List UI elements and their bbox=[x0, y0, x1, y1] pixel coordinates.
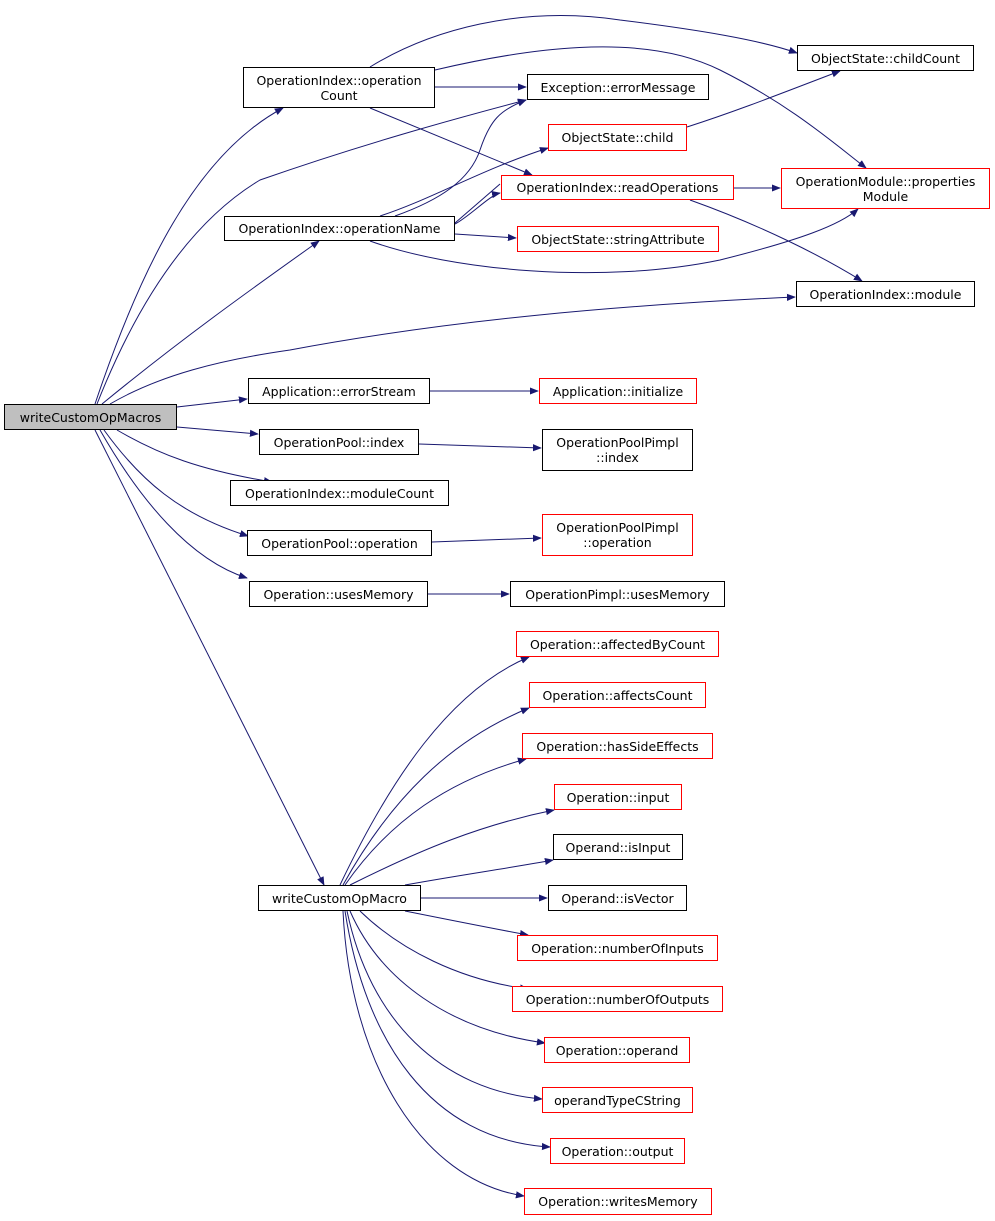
edge-macro-to-output bbox=[344, 910, 551, 1151]
edge-operation-count-to-child-count bbox=[369, 15, 798, 68]
node-object-state-child-count[interactable]: ObjectState::childCount bbox=[797, 45, 974, 71]
edge-operation-name-to-read-operations bbox=[454, 183, 500, 225]
node-operation-index-operation-count[interactable]: OperationIndex::operation Count bbox=[243, 67, 435, 108]
node-operation-has-side-effects[interactable]: Operation::hasSideEffects bbox=[522, 733, 713, 759]
edge-read-operations-to-index-module bbox=[689, 199, 863, 282]
node-operation-pool-pimpl-index[interactable]: OperationPoolPimpl ::index bbox=[542, 429, 693, 471]
node-operation-pool-pimpl-operation[interactable]: OperationPoolPimpl ::operation bbox=[542, 514, 693, 556]
edge-operation-count-to-read-operations bbox=[369, 107, 533, 176]
node-operation-operand[interactable]: Operation::operand bbox=[544, 1037, 690, 1063]
node-operation-number-of-outputs[interactable]: Operation::numberOfOutputs bbox=[512, 986, 723, 1012]
edge-operation-name-to-properties-module bbox=[369, 208, 859, 274]
edge-pool-index-to-pimpl-index bbox=[418, 443, 542, 452]
node-operation-affected-by-count[interactable]: Operation::affectedByCount bbox=[516, 631, 719, 657]
node-operation-affects-count[interactable]: Operation::affectsCount bbox=[529, 682, 706, 708]
edge-macro-to-operand-type-cstring bbox=[346, 910, 543, 1102]
edge-macro-to-number-of-inputs bbox=[404, 910, 529, 938]
node-operation-writes-memory[interactable]: Operation::writesMemory bbox=[524, 1188, 712, 1215]
edge-macro-to-operand bbox=[349, 910, 546, 1046]
node-exception-error-message[interactable]: Exception::errorMessage bbox=[527, 74, 709, 100]
node-operation-number-of-inputs[interactable]: Operation::numberOfInputs bbox=[517, 935, 718, 961]
edge-macro-to-affects-count bbox=[342, 707, 530, 886]
node-application-initialize[interactable]: Application::initialize bbox=[539, 378, 697, 404]
edge-macro-to-writes-memory bbox=[342, 910, 525, 1199]
node-write-custom-op-macro[interactable]: writeCustomOpMacro bbox=[258, 885, 421, 911]
edge-macro-to-number-of-outputs bbox=[359, 910, 529, 992]
edge-macro-to-has-side-effects bbox=[344, 757, 527, 886]
node-operation-pool-operation[interactable]: OperationPool::operation bbox=[247, 530, 432, 556]
edge-root-to-write-custom-op-macro bbox=[94, 429, 325, 886]
edge-operation-name-to-string-attribute bbox=[454, 233, 517, 242]
edge-root-to-exception-error-message bbox=[96, 98, 527, 405]
edge-root-to-pool-operation bbox=[103, 429, 249, 538]
node-operation-index-module[interactable]: OperationIndex::module bbox=[796, 281, 975, 307]
node-operation-output[interactable]: Operation::output bbox=[550, 1138, 685, 1164]
node-object-state-child[interactable]: ObjectState::child bbox=[548, 124, 687, 151]
edge-root-to-operation-index-module bbox=[109, 293, 796, 405]
edge-macro-to-input bbox=[349, 808, 555, 886]
edge-macro-to-is-input bbox=[404, 857, 554, 886]
edge-operation-count-to-properties-module bbox=[434, 46, 867, 169]
node-operation-pimpl-uses-memory[interactable]: OperationPimpl::usesMemory bbox=[510, 581, 725, 607]
edge-root-to-error-stream bbox=[176, 396, 248, 408]
node-operation-index-module-count[interactable]: OperationIndex::moduleCount bbox=[230, 480, 449, 506]
edge-operation-name-to-child bbox=[379, 147, 549, 217]
node-write-custom-op-macros[interactable]: writeCustomOpMacros bbox=[4, 404, 177, 430]
edge-root-to-module-count bbox=[116, 429, 273, 485]
node-operation-index-operation-name[interactable]: OperationIndex::operationName bbox=[224, 216, 455, 241]
edge-root-to-uses-memory bbox=[99, 429, 248, 579]
edge-operation-name-to-error-message bbox=[394, 99, 527, 217]
edge-root-to-operation-name bbox=[101, 240, 320, 405]
node-operation-module-properties-module[interactable]: OperationModule::properties Module bbox=[781, 168, 990, 209]
node-operation-input[interactable]: Operation::input bbox=[554, 784, 682, 810]
edge-root-to-pool-index bbox=[176, 426, 259, 437]
edge-child-to-child-count bbox=[686, 70, 841, 128]
node-object-state-string-attribute[interactable]: ObjectState::stringAttribute bbox=[517, 226, 719, 252]
node-application-error-stream[interactable]: Application::errorStream bbox=[248, 378, 430, 404]
edge-macro-to-affected-by-count bbox=[339, 656, 530, 886]
node-operation-uses-memory[interactable]: Operation::usesMemory bbox=[249, 581, 428, 607]
node-operation-pool-index[interactable]: OperationPool::index bbox=[259, 429, 419, 455]
node-operand-type-cstring[interactable]: operandTypeCString bbox=[542, 1087, 693, 1113]
edge-root-to-operation-count bbox=[94, 107, 284, 405]
edge-pool-operation-to-pimpl-operation bbox=[431, 534, 542, 543]
node-operation-index-read-operations[interactable]: OperationIndex::readOperations bbox=[501, 175, 734, 200]
node-operand-is-input[interactable]: Operand::isInput bbox=[553, 834, 683, 860]
node-operand-is-vector[interactable]: Operand::isVector bbox=[548, 885, 687, 911]
